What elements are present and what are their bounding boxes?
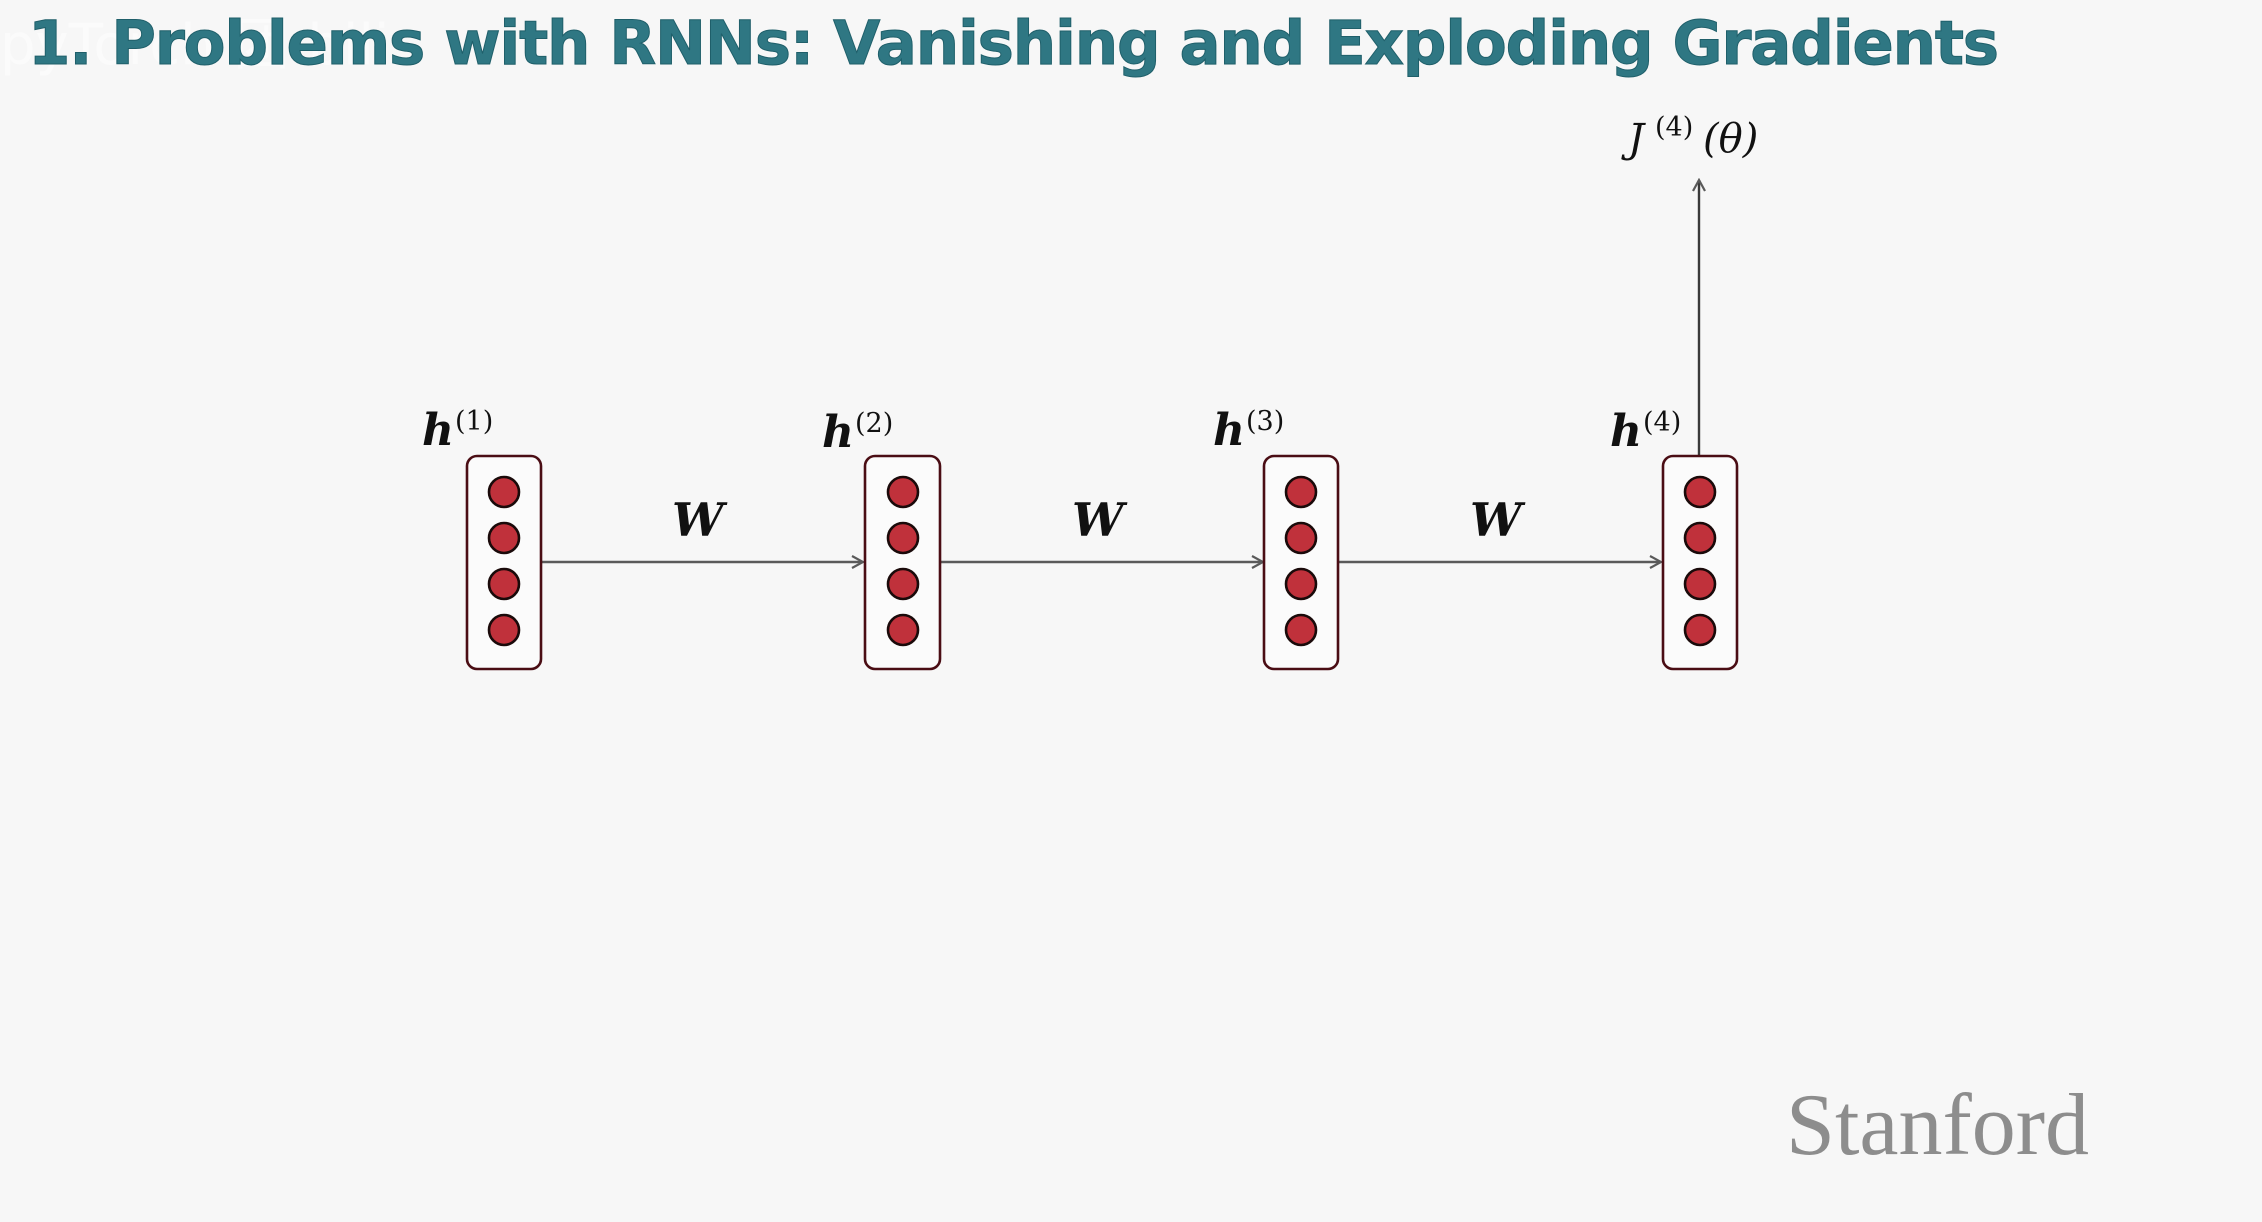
hidden-state-superscript: (2) xyxy=(855,408,893,439)
neuron-icon xyxy=(1284,475,1318,509)
recurrent-edge-2-3: W xyxy=(940,493,1263,562)
hidden-state-4: h (4) xyxy=(1610,406,1739,671)
loss-base: J xyxy=(1621,116,1646,162)
hidden-state-label: h xyxy=(822,407,854,458)
recurrent-edge-1-2: W xyxy=(541,493,863,562)
neuron-icon xyxy=(1683,567,1717,601)
weight-label: W xyxy=(672,493,728,547)
neuron-icon xyxy=(1683,475,1717,509)
loss-label: J (4) (θ) xyxy=(1621,112,1758,162)
neuron-icon xyxy=(487,567,521,601)
weight-label: W xyxy=(1072,493,1128,547)
neuron-icon xyxy=(1683,613,1717,647)
hidden-state-superscript: (4) xyxy=(1643,407,1681,438)
hidden-state-label: h xyxy=(1610,406,1642,457)
hidden-state-2: h (2) xyxy=(822,407,942,671)
hidden-state-label: h xyxy=(1213,405,1245,456)
recurrent-edge-3-4: W xyxy=(1339,493,1661,562)
neuron-icon xyxy=(886,613,920,647)
loss-superscript: (4) xyxy=(1655,112,1693,143)
weight-label: W xyxy=(1470,493,1526,547)
neuron-vector-box xyxy=(863,454,942,671)
hidden-state-1: h (1) xyxy=(422,405,543,671)
neuron-icon xyxy=(1284,613,1318,647)
neuron-vector-box xyxy=(465,454,543,671)
neuron-icon xyxy=(886,475,920,509)
slide-title: 1. Problems with RNNs: Vanishing and Exp… xyxy=(28,8,2000,80)
neuron-vector-box xyxy=(1262,454,1340,671)
hidden-state-3: h (3) xyxy=(1213,405,1340,671)
hidden-state-superscript: (1) xyxy=(455,406,493,437)
loss-argument: (θ) xyxy=(1703,116,1758,162)
neuron-icon xyxy=(487,521,521,555)
neuron-vector-box xyxy=(1661,454,1739,671)
hidden-state-superscript: (3) xyxy=(1246,406,1284,437)
neuron-icon xyxy=(886,521,920,555)
neuron-icon xyxy=(1284,567,1318,601)
neuron-icon xyxy=(1284,521,1318,555)
neuron-icon xyxy=(487,475,521,509)
neuron-icon xyxy=(1683,521,1717,555)
hidden-state-label: h xyxy=(422,405,454,456)
stanford-logo: Stanford xyxy=(1786,1077,2090,1174)
neuron-icon xyxy=(886,567,920,601)
neuron-icon xyxy=(487,613,521,647)
